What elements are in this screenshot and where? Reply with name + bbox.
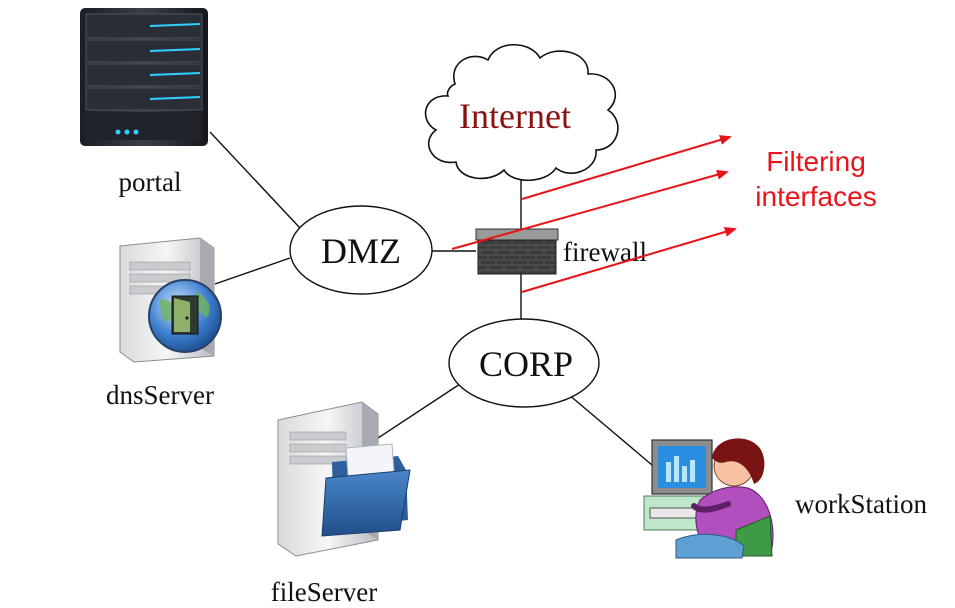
arrow-internet-interface: [521, 135, 732, 200]
file-server-label: fileServer: [271, 577, 377, 607]
filtering-arrows: [451, 135, 737, 293]
filtering-label-line2: interfaces: [755, 181, 876, 212]
portal-node: portal: [80, 8, 208, 197]
link-corp-workstation: [567, 393, 653, 466]
internet-label: Internet: [459, 96, 571, 136]
dmz-label: DMZ: [321, 231, 401, 271]
arrow-corp-interface: [521, 227, 737, 293]
file-server-node: fileServer: [271, 401, 411, 607]
firewall-label: firewall: [563, 237, 647, 267]
file-server-folder-icon: [277, 401, 411, 557]
links: [209, 131, 653, 466]
workstation-label: workStation: [795, 489, 927, 519]
cloud-icon: [424, 44, 619, 181]
dmz-ellipse: [289, 205, 433, 295]
internet-cloud: Internet: [424, 44, 619, 181]
dns-server-globe-icon: [119, 237, 222, 363]
brick-wall-icon: [475, 228, 559, 275]
corp-node: CORP: [448, 318, 600, 408]
dns-server-node: dnsServer: [106, 237, 222, 410]
workstation-node: workStation: [643, 438, 927, 559]
arrow-dmz-interface: [451, 169, 729, 250]
dns-server-label: dnsServer: [106, 380, 214, 410]
filtering-label-line1: Filtering: [766, 146, 866, 177]
rack-server-icon: [80, 8, 208, 146]
corp-label: CORP: [479, 344, 573, 384]
person-at-computer-icon: [643, 438, 774, 559]
link-corp-fileserver: [374, 383, 461, 441]
dmz-node: DMZ: [289, 205, 433, 295]
firewall-node: firewall: [475, 228, 647, 275]
portal-label: portal: [119, 167, 182, 197]
corp-ellipse: [448, 318, 600, 408]
filtering-annotation: Filtering interfaces: [755, 146, 876, 212]
link-portal-dmz: [209, 131, 301, 229]
link-dns-dmz: [214, 257, 291, 285]
